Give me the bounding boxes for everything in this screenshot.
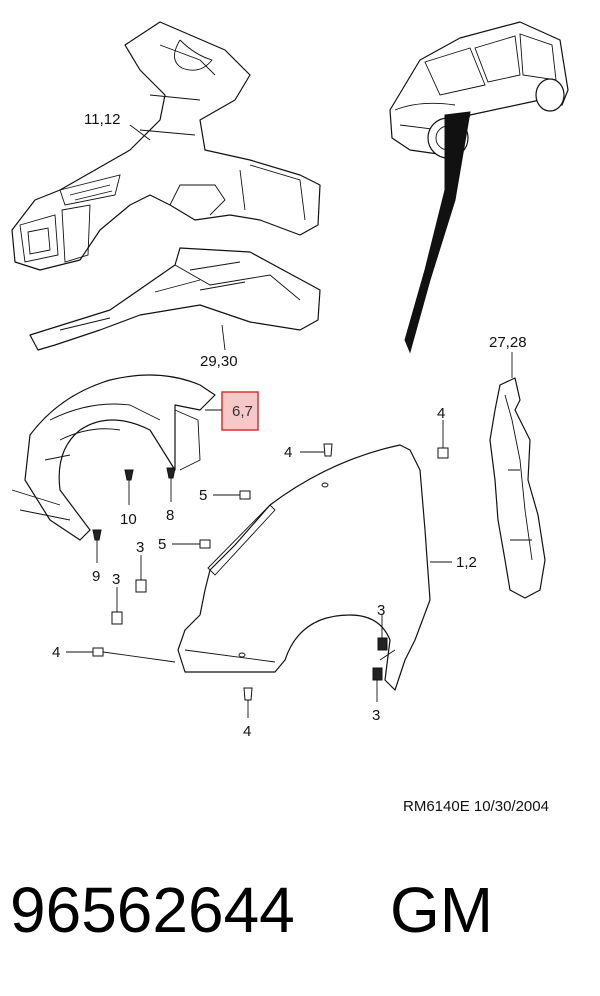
screw-9	[92, 529, 102, 563]
bolt-4-right	[437, 420, 449, 459]
screw-10	[124, 469, 134, 505]
label-screw-9: 9	[92, 568, 100, 585]
label-screw-8: 8	[166, 507, 174, 524]
inner-panel-part	[11, 21, 321, 271]
label-rail: 29,30	[200, 353, 238, 370]
label-bolt-4-top: 4	[284, 444, 292, 461]
screw-5-upper	[213, 490, 251, 500]
fender-part	[177, 444, 431, 691]
vehicle-thumbnail	[389, 21, 569, 354]
highlight-box	[221, 391, 259, 431]
clip-3-b	[111, 587, 123, 625]
diagram-reference: RM6140E 10/30/2004	[403, 798, 549, 815]
label-liner: 6,7	[232, 403, 253, 420]
clip-3-d	[372, 667, 383, 702]
clip-3-c	[377, 615, 388, 651]
label-bolt-4-left: 4	[52, 644, 60, 661]
screw-8	[166, 467, 176, 502]
label-screw-5-upper: 5	[199, 487, 207, 504]
leader-rail	[221, 324, 226, 351]
label-inner-panel: 11,12	[84, 111, 120, 128]
part-number: 96562644	[10, 874, 295, 946]
rail-part	[29, 247, 321, 351]
label-bolt-4-right: 4	[437, 405, 445, 422]
bolt-4-left	[66, 647, 176, 663]
screw-5-lower	[172, 539, 211, 549]
bolt-4-bottom	[243, 687, 253, 718]
label-screw-5-lower: 5	[158, 536, 166, 553]
label-clip-3-d: 3	[372, 707, 380, 724]
clip-3-a	[135, 555, 147, 593]
label-bolt-4-bottom: 4	[243, 723, 251, 740]
label-seal: 27,28	[489, 334, 527, 351]
seal-strip-part	[489, 377, 546, 599]
label-clip-3-b: 3	[112, 571, 120, 588]
brand-name: GM	[390, 874, 493, 946]
wheel-liner-part	[11, 374, 216, 541]
bolt-4-top	[300, 443, 333, 457]
label-clip-3-a: 3	[136, 539, 144, 556]
label-screw-10: 10	[120, 511, 137, 528]
label-clip-3-c: 3	[377, 602, 385, 619]
leader-inner-panel	[129, 124, 151, 141]
label-fender: 1,2	[456, 554, 477, 571]
